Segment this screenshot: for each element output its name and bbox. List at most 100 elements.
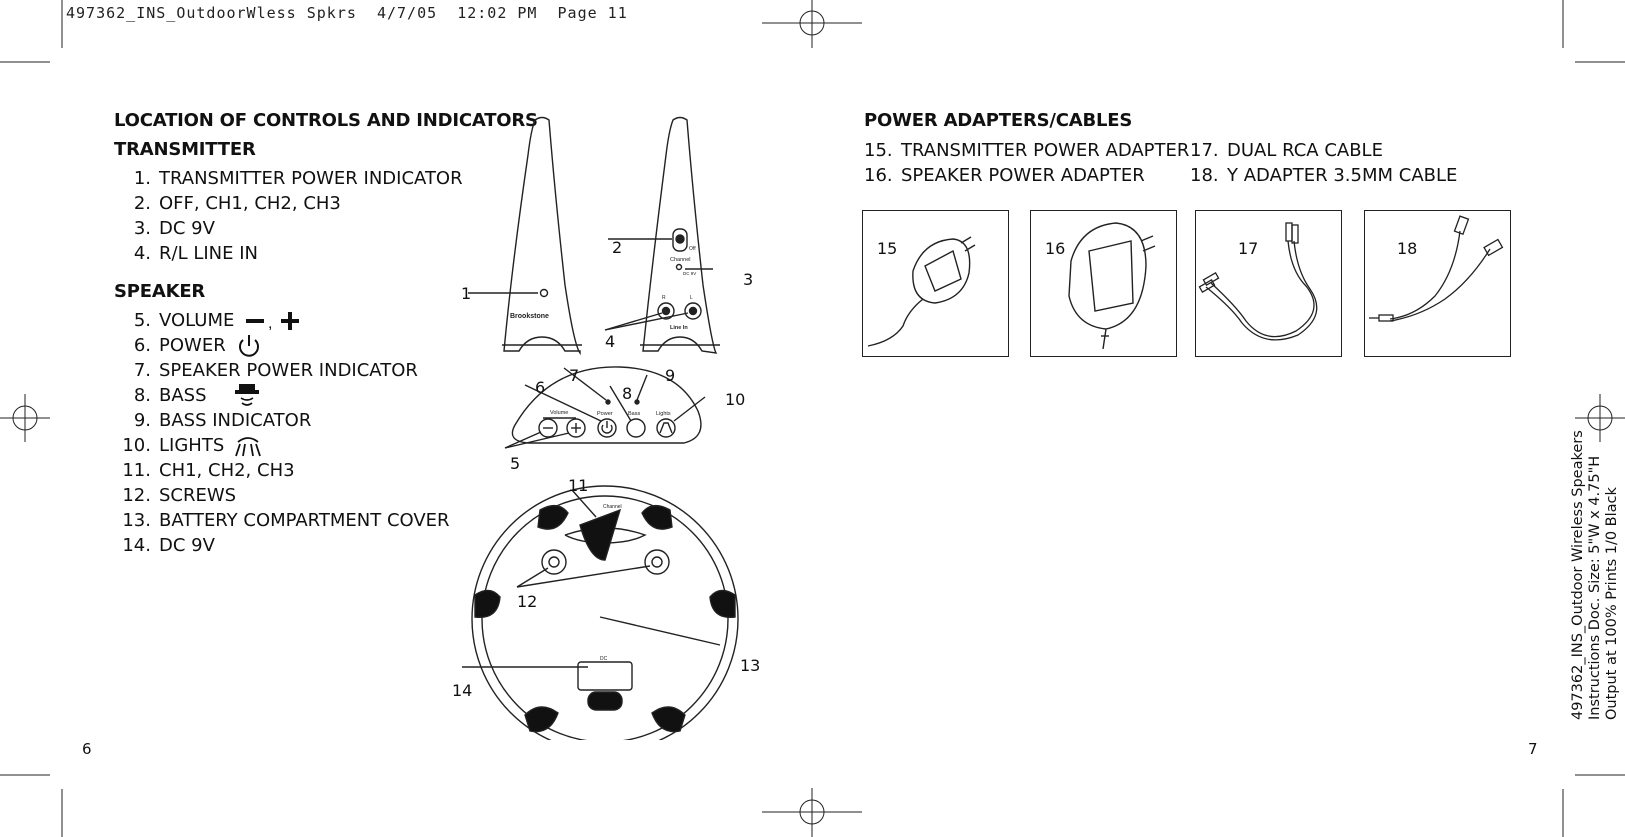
speaker-adapter-image bbox=[1068, 222, 1156, 350]
transmitter-list-item-label: R/L LINE IN bbox=[159, 243, 258, 264]
adapter-item-label: Y ADAPTER 3.5MM CABLE bbox=[1227, 165, 1458, 186]
speaker-list-item-label: POWER bbox=[159, 335, 226, 356]
transmitter-power-indicator bbox=[539, 288, 549, 298]
speaker-list-item: 6. POWER bbox=[114, 333, 450, 358]
panel-bass-button bbox=[626, 418, 646, 438]
sidebar-note-line-2: Instructions Doc. Size: 5"W x 4.75"H bbox=[1587, 455, 1603, 720]
page-title: LOCATION OF CONTROLS AND INDICATORS bbox=[114, 110, 538, 131]
callout-5: 5 bbox=[510, 454, 521, 473]
speaker-list-item: 5. VOLUME, bbox=[114, 308, 450, 333]
item-box-17-label: 17 bbox=[1238, 239, 1259, 258]
battery-cover-dc-recess bbox=[577, 661, 633, 691]
adapter-item-number: 17. bbox=[1190, 140, 1219, 161]
channel-switch-knob bbox=[675, 234, 685, 244]
sidebar-note: 497362_INS_Outdoor Wireless Speakers Ins… bbox=[1570, 430, 1621, 720]
item-box-16-label: 16 bbox=[1045, 239, 1066, 258]
adapter-item-label: DUAL RCA CABLE bbox=[1227, 140, 1383, 161]
item-box-18-label: 18 bbox=[1397, 239, 1418, 258]
callout-6: 6 bbox=[535, 378, 546, 397]
transmitter-list-item: 2. OFF, CH1, CH2, CH3 bbox=[114, 191, 463, 216]
lights-icon bbox=[235, 437, 262, 457]
speaker-list-item-number: 6. bbox=[133, 335, 151, 356]
speaker-list-item-label: BASS INDICATOR bbox=[159, 410, 312, 431]
speaker-list-item-number: 14. bbox=[122, 535, 151, 556]
transmitter-list-item-label: DC 9V bbox=[159, 218, 215, 239]
sidebar-note-line-3: Output at 100% Prints 1/0 Black bbox=[1604, 487, 1620, 720]
callout-14: 14 bbox=[452, 681, 473, 700]
transmitter-list-item-number: 3. bbox=[133, 218, 151, 239]
l-label: L bbox=[690, 295, 693, 301]
adapter-list-item: 16. SPEAKER POWER ADAPTER bbox=[864, 163, 1189, 188]
adapters-list-col1: 15. TRANSMITTER POWER ADAPTER 16. SPEAKER P… bbox=[864, 138, 1189, 188]
controls-diagram: Brookstone Channel Off DC 9V R L Line In… bbox=[462, 116, 739, 740]
adapter-list-item: 15. TRANSMITTER POWER ADAPTER bbox=[864, 138, 1189, 163]
transmitter-list-item: 4. R/L LINE IN bbox=[114, 241, 463, 266]
page-number-left: 6 bbox=[82, 740, 92, 758]
dc-jack bbox=[675, 263, 683, 271]
volume-plus-button bbox=[566, 418, 586, 438]
speaker-list-item-number: 12. bbox=[122, 485, 151, 506]
callout-7: 7 bbox=[569, 366, 580, 385]
transmitter-list-item-number: 2. bbox=[133, 193, 151, 214]
speaker-list-item-label: CH1, CH2, CH3 bbox=[159, 460, 295, 481]
rca-jack-l bbox=[684, 302, 702, 320]
transmitter-list-item: 1.TRANSMITTER POWER INDICATOR bbox=[114, 166, 463, 191]
speaker-list-item: 8.BASS bbox=[114, 383, 450, 408]
speaker-list-item-label: DC 9V bbox=[159, 535, 215, 556]
item-box-15-label: 15 bbox=[877, 239, 898, 258]
speaker-list-item-label: VOLUME bbox=[159, 310, 235, 331]
adapter-item-label: SPEAKER POWER ADAPTER bbox=[901, 165, 1145, 186]
transmitter-heading: TRANSMITTER bbox=[114, 139, 256, 160]
speaker-list-item-number: 10. bbox=[122, 435, 151, 456]
minus-plus-icon: , bbox=[246, 312, 300, 331]
callout-9: 9 bbox=[665, 366, 676, 385]
control-panel-outline bbox=[511, 366, 702, 444]
transmitter-front-outline bbox=[503, 116, 581, 356]
adapter-item-number: 18. bbox=[1190, 165, 1219, 186]
speaker-bottom-outline bbox=[471, 485, 739, 740]
adapter-item-number: 15. bbox=[864, 140, 893, 161]
speaker-list-item-number: 5. bbox=[133, 310, 151, 331]
callout-10: 10 bbox=[725, 390, 746, 409]
speaker-list-item-label: SPEAKER POWER INDICATOR bbox=[159, 360, 418, 381]
rca-jack-r bbox=[657, 302, 675, 320]
bass-label: Bass bbox=[628, 411, 640, 417]
speaker-list-item-label: SCREWS bbox=[159, 485, 237, 506]
page-number-right: 7 bbox=[1528, 740, 1538, 758]
panel-power-button bbox=[597, 418, 617, 438]
speaker-list-item-number: 8. bbox=[133, 385, 151, 406]
volume-minus-button bbox=[538, 418, 558, 438]
rca-cable-image bbox=[1198, 222, 1318, 341]
speaker-list-item-label: BATTERY COMPARTMENT COVER bbox=[159, 510, 450, 531]
channel-dial bbox=[579, 508, 622, 561]
transmitter-list-item-number: 4. bbox=[133, 243, 151, 264]
screw-left bbox=[541, 549, 567, 575]
adapter-list-item: 18. Y ADAPTER 3.5MM CABLE bbox=[1190, 163, 1457, 188]
volume-label: Volume bbox=[550, 410, 568, 416]
line-in-label: Line In bbox=[670, 325, 688, 331]
speaker-list-item-label: LIGHTS bbox=[159, 435, 225, 456]
item-box-16: 16 bbox=[1030, 210, 1177, 357]
file-slug: 497362_INS_OutdoorWless Spkrs 4/7/05 12:… bbox=[66, 4, 628, 22]
speaker-list-item: 10. LIGHTS bbox=[114, 433, 450, 458]
adapters-list-col2: 17. DUAL RCA CABLE 18. Y ADAPTER 3.5MM CABL… bbox=[1190, 138, 1457, 188]
r-label: R bbox=[662, 295, 666, 301]
speaker-list-item: 7.SPEAKER POWER INDICATOR bbox=[114, 358, 450, 383]
lights-label: Lights bbox=[656, 411, 671, 417]
speaker-list-item: 9.BASS INDICATOR bbox=[114, 408, 450, 433]
screw-right bbox=[644, 549, 670, 575]
item-box-17: 17 bbox=[1195, 210, 1342, 357]
callout-2: 2 bbox=[612, 238, 623, 257]
adapter-item-label: TRANSMITTER POWER ADAPTER bbox=[901, 140, 1190, 161]
channel-switch bbox=[672, 228, 688, 252]
bass-indicator bbox=[634, 399, 640, 405]
speaker-list-item: 11.CH1, CH2, CH3 bbox=[114, 458, 450, 483]
speaker-list-item: 13.BATTERY COMPARTMENT COVER bbox=[114, 508, 450, 533]
transmitter-list-item: 3. DC 9V bbox=[114, 216, 463, 241]
channel-label: Channel bbox=[670, 257, 691, 263]
adapter-item-number: 16. bbox=[864, 165, 893, 186]
transmitter-list-item-label: OFF, CH1, CH2, CH3 bbox=[159, 193, 341, 214]
sidebar-note-line-1: 497362_INS_Outdoor Wireless Speakers bbox=[1570, 430, 1586, 720]
adapter-list-item: 17. DUAL RCA CABLE bbox=[1190, 138, 1457, 163]
